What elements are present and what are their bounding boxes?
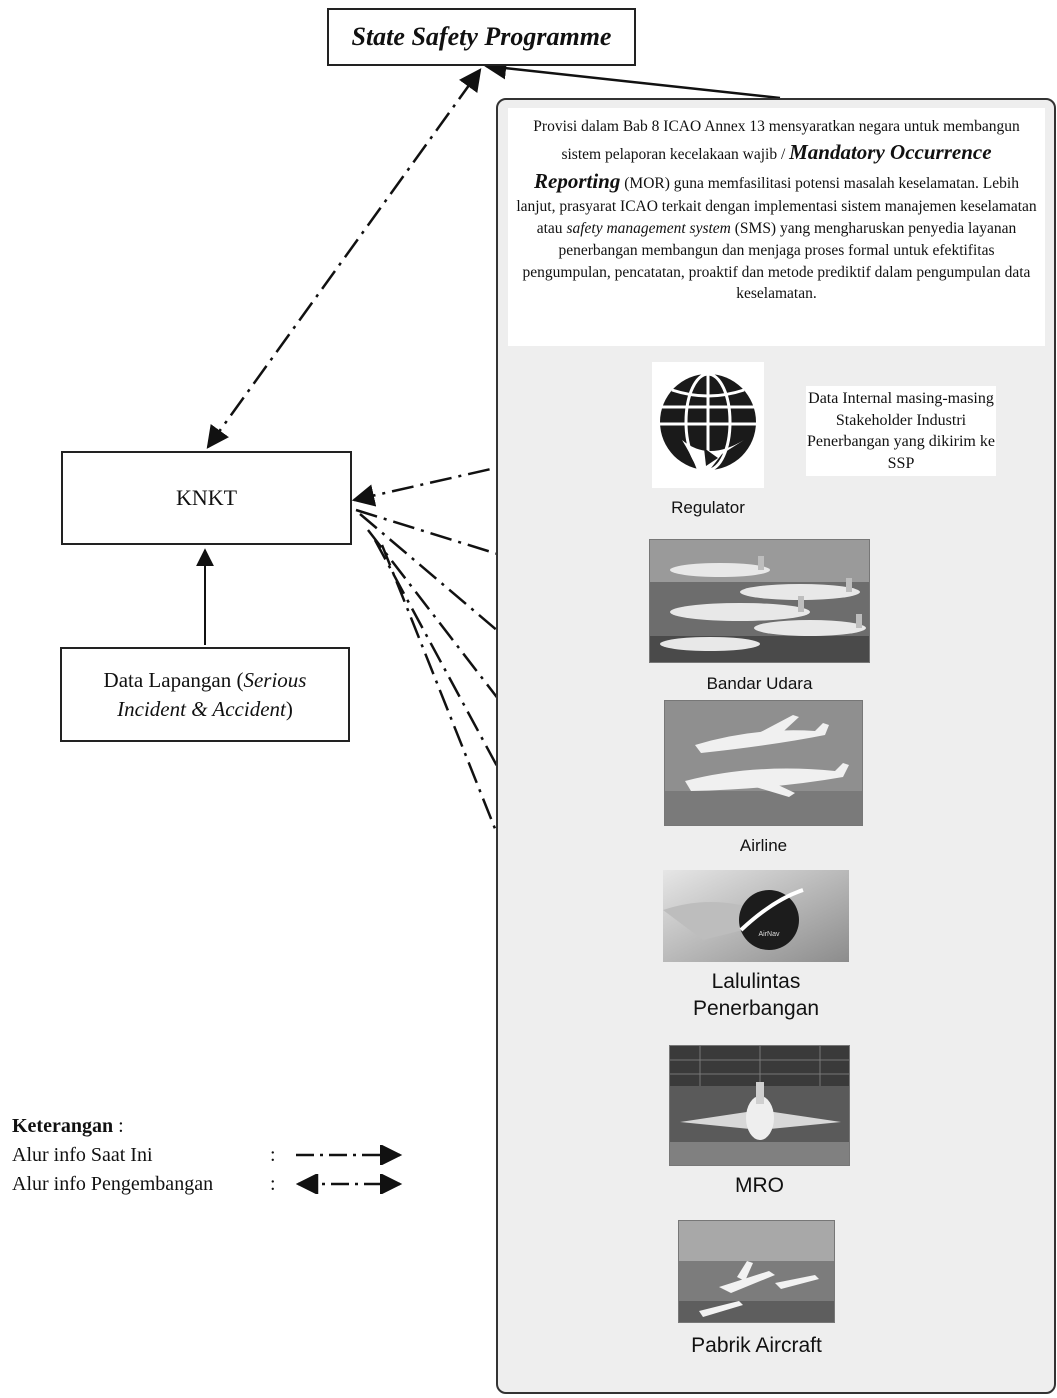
arrow-knkt-ssp [206,68,482,449]
globe-icon [660,372,756,482]
lalulintas-photo: AirNav [663,870,849,962]
legend: Keterangan : Alur info Saat Ini : Alur i… [12,1112,403,1199]
arrow-panel-ssp [483,57,781,100]
field-data-prefix: Data Lapangan ( [103,668,244,693]
legend-row-development: Alur info Pengembangan : [12,1170,403,1199]
pabrik-aircraft-caption: Pabrik Aircraft [691,1334,822,1357]
regulator-logo [652,362,764,488]
field-data-suffix: ) [285,696,293,721]
desc-part3: (SMS) yang mengharuskan penyedia layanan… [522,220,1031,303]
desc-big: Mandatory Occurrence Reporting [534,139,992,194]
knkt-box: KNKT [61,451,352,545]
bandar-udara-caption: Bandar Udara [706,674,813,693]
svg-text:AirNav: AirNav [758,931,780,938]
knkt-label: KNKT [175,485,238,510]
legend-development-label: Alur info Pengembangan [12,1173,214,1195]
airline-photo [664,700,863,826]
legend-row-current: Alur info Saat Ini : [12,1141,403,1170]
field-data-italic: Serious Incident & Accident [117,668,307,721]
regulator-caption: Regulator [671,498,745,517]
mro-photo [669,1045,850,1166]
legend-current-arrow-icon [296,1145,403,1165]
legend-title: Keterangan [12,1115,114,1137]
pabrik-aircraft-photo [678,1220,835,1323]
desc-part2: (MOR) guna memfasilitasi potensi masalah… [516,175,1037,238]
field-data-box: Data Lapangan (Serious Incident & Accide… [60,647,350,742]
legend-title-suffix: : [113,1115,124,1137]
desc-italic: safety management system [566,220,731,238]
mro-caption: MRO [735,1174,784,1197]
ssp-label: State Safety Programme [351,22,612,51]
lalulintas-caption: Lalulintas Penerbangan [692,970,820,1021]
desc-part1: Provisi dalam Bab 8 ICAO Annex 13 mensya… [533,118,1020,163]
description-text: Provisi dalam Bab 8 ICAO Annex 13 mensya… [508,108,1045,346]
legend-development-arrow-icon [295,1174,403,1194]
airline-caption: Airline [739,836,788,855]
legend-colon: : [270,1173,276,1195]
legend-colon: : [270,1144,276,1166]
ssp-box: State Safety Programme [327,8,636,66]
legend-current-label: Alur info Saat Ini [12,1144,153,1166]
internal-data-label: Data Internal masing-masing Stakeholder … [806,386,996,477]
bandar-udara-photo [649,539,870,663]
arrow-knkt-bandar-udara [355,508,655,607]
